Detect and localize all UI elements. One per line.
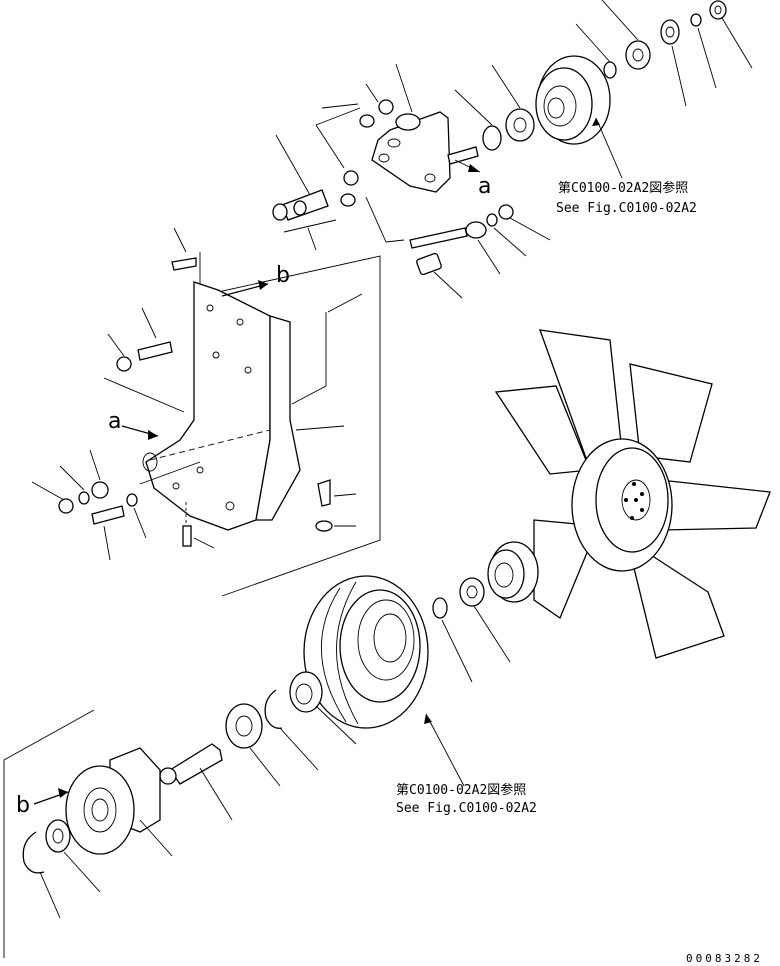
long-bolt-sleeve — [465, 221, 487, 239]
marker-b-upper: b — [276, 263, 290, 288]
arm-washer-1 — [359, 114, 375, 128]
bracket-right-washer — [315, 520, 333, 532]
long-bolt-nut — [498, 204, 514, 220]
bracket-lower-nut — [91, 481, 109, 499]
long-bolt — [409, 227, 468, 249]
arm-washer-3 — [340, 193, 356, 207]
tension-arm — [371, 111, 451, 193]
fan-blade-4 — [659, 479, 771, 531]
bearing — [487, 541, 539, 603]
long-bolt-washer — [486, 213, 498, 227]
lower-nut-2 — [45, 819, 71, 853]
bracket-side-washer — [116, 356, 132, 372]
lower-reference-jp: 第C0100-02A2図参照 — [396, 782, 526, 798]
arm-stud — [447, 146, 479, 165]
tension-arm-group: a — [272, 63, 491, 251]
lower-reference-en: See Fig.C0100-02A2 — [396, 801, 537, 816]
upper-nut-3 — [709, 0, 727, 20]
bracket-gusset — [255, 315, 301, 521]
arm-nut-1 — [378, 99, 394, 115]
marker-b-lower: b — [16, 793, 30, 818]
lower-nut — [459, 577, 485, 607]
bracket-lower-washer — [78, 491, 90, 505]
bracket-side-bolt — [137, 341, 173, 361]
upper-reference-en: See Fig.C0100-02A2 — [556, 201, 697, 216]
lower-washer — [432, 597, 448, 619]
drawing-number: 00083282 — [686, 952, 763, 965]
bearing-small — [225, 703, 263, 749]
arm-washer-2 — [343, 170, 359, 186]
mounting-bracket — [145, 281, 271, 531]
bracket-top-bolt — [171, 257, 197, 271]
housing — [65, 747, 161, 855]
bracket-lower-washer-2 — [126, 493, 138, 507]
bracket-group: b a — [31, 227, 381, 597]
upper-nut-1 — [505, 108, 535, 142]
bracket-right-bolt — [317, 479, 331, 507]
upper-washer-3 — [660, 19, 680, 45]
upper-washer-2 — [603, 61, 617, 79]
upper-reference-jp: 第C0100-02A2図参照 — [558, 180, 688, 196]
fan-blade-6 — [631, 547, 725, 659]
upper-pulley-group — [454, 0, 753, 179]
upper-washer-4 — [690, 13, 702, 27]
upper-pulley — [535, 55, 611, 145]
shaft — [169, 743, 223, 785]
fan-blade-2 — [629, 363, 713, 463]
arm-boss — [395, 113, 421, 131]
spacer-collar — [416, 252, 442, 276]
upper-nut-2 — [625, 40, 651, 70]
bracket-lower-bolt — [91, 505, 125, 525]
fan-group — [494, 329, 771, 659]
oil-seal — [289, 671, 323, 713]
upper-washer-1 — [482, 125, 502, 151]
crank-pulley — [303, 575, 429, 729]
upper-reference-note: 第C0100-02A2図参照 See Fig.C0100-02A2 — [556, 180, 697, 216]
bracket-lower-nut-2 — [58, 498, 74, 514]
dowel-pin — [182, 525, 192, 547]
long-bolt-group — [409, 204, 551, 299]
snap-ring — [264, 689, 283, 729]
lower-pulley-group: b — [3, 541, 539, 958]
marker-a-upper: a — [478, 174, 491, 199]
marker-a-lower: a — [108, 409, 121, 434]
lower-snap-ring — [22, 831, 45, 874]
lower-reference-note: 第C0100-02A2図参照 See Fig.C0100-02A2 — [396, 782, 537, 816]
